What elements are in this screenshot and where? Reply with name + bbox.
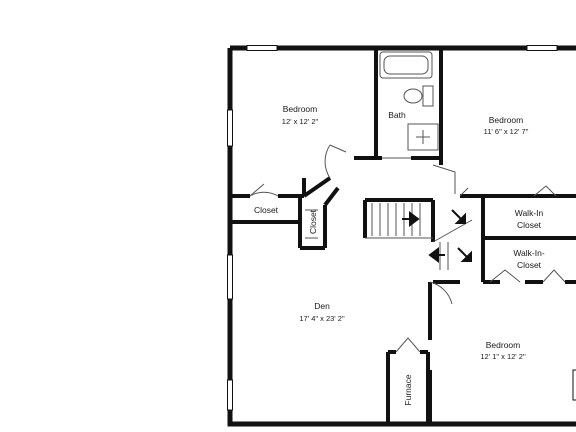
walkin-2-line1: Walk-In- bbox=[513, 248, 544, 258]
interior-walls bbox=[230, 48, 576, 424]
closet-left-name: Closet bbox=[254, 205, 279, 215]
toilet-icon bbox=[403, 85, 434, 107]
den-dims: 17' 4" x 23' 2" bbox=[299, 314, 345, 323]
sink-icon bbox=[407, 123, 439, 151]
stair-arrow-icon bbox=[402, 209, 472, 263]
walkin-1-line1: Walk-In bbox=[515, 208, 544, 218]
bedroom-nw-name: Bedroom bbox=[283, 104, 318, 114]
closet-center-name: Closet bbox=[308, 209, 318, 234]
den-name: Den bbox=[314, 301, 330, 311]
bedroom-se-dims: 12' 1" x 12' 2" bbox=[480, 352, 526, 361]
walkin-1-line2: Closet bbox=[517, 220, 542, 230]
bedroom-ne-name: Bedroom bbox=[489, 115, 524, 125]
door-swing-icon bbox=[249, 144, 566, 353]
bath-name: Bath bbox=[388, 110, 406, 120]
bedroom-ne-dims: 11' 6" x 12' 7" bbox=[484, 127, 529, 136]
exterior-walls bbox=[227, 45, 576, 427]
walkin-2-line2: Closet bbox=[517, 260, 542, 270]
bathtub-icon bbox=[379, 51, 433, 79]
furnace-name: Furnace bbox=[403, 374, 413, 405]
bedroom-nw-dims: 12' x 12' 2" bbox=[282, 117, 319, 126]
bedroom-se-name: Bedroom bbox=[486, 340, 521, 350]
